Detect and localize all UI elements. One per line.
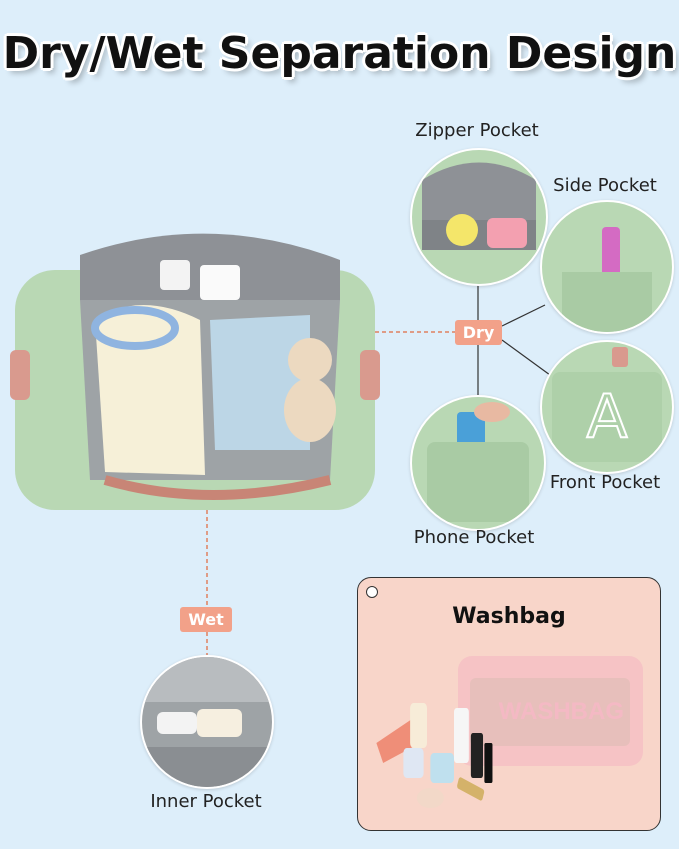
inner-pocket-label: Inner Pocket bbox=[150, 791, 262, 812]
hole-icon bbox=[366, 586, 378, 598]
front-pocket-image: A bbox=[540, 340, 674, 474]
phone-pocket-image bbox=[410, 395, 546, 531]
line-side bbox=[501, 304, 546, 327]
phone-pocket-label: Phone Pocket bbox=[413, 527, 535, 548]
wet-badge: Wet bbox=[180, 607, 232, 632]
line-front bbox=[501, 339, 551, 376]
washbag-card: Washbag WASHBAG bbox=[357, 577, 661, 831]
front-pocket-label: Front Pocket bbox=[549, 472, 661, 493]
side-pocket-image bbox=[540, 200, 674, 334]
washbag-title: Washbag bbox=[452, 604, 566, 629]
cosmetics-image bbox=[376, 703, 493, 808]
dry-badge: Dry bbox=[455, 320, 502, 345]
zipper-pocket-image bbox=[410, 148, 548, 286]
zipper-pocket-label: Zipper Pocket bbox=[415, 120, 539, 141]
duffel-bag-image bbox=[10, 233, 380, 510]
front-logo: A bbox=[586, 382, 627, 452]
inner-pocket-image bbox=[140, 655, 274, 789]
page-title: Dry/Wet Separation Design bbox=[2, 28, 677, 79]
washbag-print: WASHBAG bbox=[498, 698, 624, 725]
side-pocket-label: Side Pocket bbox=[553, 175, 657, 196]
